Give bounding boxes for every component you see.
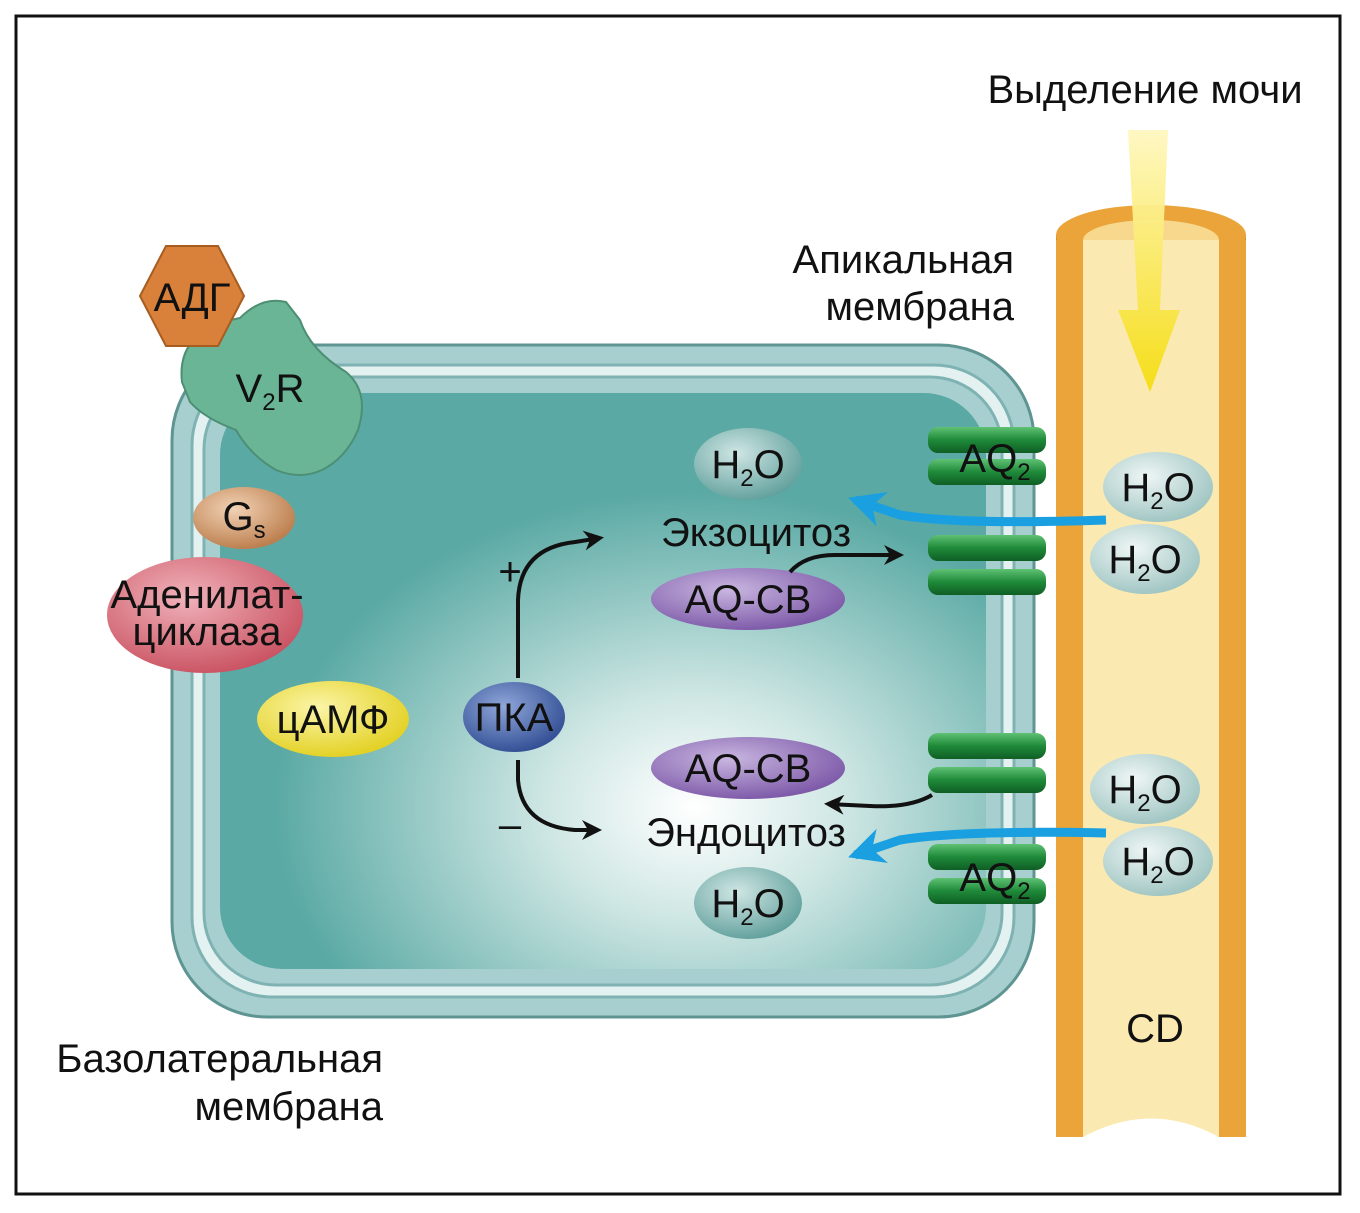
adh-label: АДГ <box>154 276 231 320</box>
water-molecule-bottom-cell <box>694 867 802 939</box>
apical-membrane-label-1: Апикальная <box>793 238 1014 282</box>
aq-cb-vesicle-top <box>651 568 845 630</box>
cell-cytoplasm <box>220 393 986 969</box>
water-label-duct-3: H2O <box>1108 768 1181 817</box>
exocytosis-arrow <box>788 545 904 574</box>
water-label-duct-4: H2O <box>1121 840 1194 889</box>
endocytosis-arrow <box>824 793 934 815</box>
exocytosis-stimulation-arrow <box>516 530 604 678</box>
water-label-duct-1: H2O <box>1121 466 1194 515</box>
water-molecule-duct-4 <box>1103 826 1213 896</box>
gs-protein <box>193 487 295 549</box>
adh-hexagon <box>138 245 246 347</box>
aq-cb-label-top: AQ-CB <box>685 578 812 622</box>
camp-label: цАМФ <box>277 698 390 742</box>
endocytosis-label: Эндоцитоз <box>646 811 846 855</box>
v2r-label: V2R <box>236 367 305 416</box>
water-label-bottom-cell: H2O <box>711 882 784 931</box>
water-molecule-duct-2 <box>1090 524 1200 594</box>
water-label-top-cell: H2O <box>711 443 784 492</box>
aq-cb-vesicle-bottom <box>651 737 845 799</box>
water-label-duct-2: H2O <box>1108 538 1181 587</box>
water-molecule-top-cell <box>694 428 802 500</box>
collecting-duct-label: CD <box>1126 1007 1184 1051</box>
pka-label: ПКА <box>475 696 554 740</box>
basolateral-membrane-label-2: мембрана <box>194 1085 383 1129</box>
urine-output-label: Выделение мочи <box>987 68 1302 112</box>
basolateral-membrane-label-1: Базолатеральная <box>56 1037 383 1081</box>
aquaporin-channels <box>928 427 1046 904</box>
adenylate-label-2: циклаза <box>133 610 283 654</box>
water-influx-arrow-top <box>848 492 1107 527</box>
water-molecule-duct-3 <box>1090 754 1200 824</box>
aq2-label-bottom: AQ2 <box>959 856 1030 905</box>
aq2-label-top: AQ2 <box>959 437 1030 486</box>
exocytosis-label: Экзоцитоз <box>661 511 851 555</box>
aq-cb-label-bottom: AQ-CB <box>685 747 812 791</box>
pka-molecule <box>463 682 565 752</box>
camp-molecule <box>257 681 409 757</box>
endocytosis-inhibition-arrow <box>516 760 602 840</box>
collecting-duct <box>1056 205 1246 1157</box>
water-influx-arrow-bottom <box>848 827 1107 863</box>
adenylate-cyclase <box>107 557 303 673</box>
minus-sign: – <box>499 803 522 847</box>
water-molecule-duct-1 <box>1103 452 1213 522</box>
gs-label: Gs <box>222 495 265 544</box>
plus-sign: + <box>498 550 521 594</box>
adenylate-label-1: Аденилат- <box>110 573 303 617</box>
apical-membrane-label-2: мембрана <box>825 285 1014 329</box>
urine-flow-arrow <box>1118 130 1180 392</box>
v2-receptor <box>180 299 363 476</box>
